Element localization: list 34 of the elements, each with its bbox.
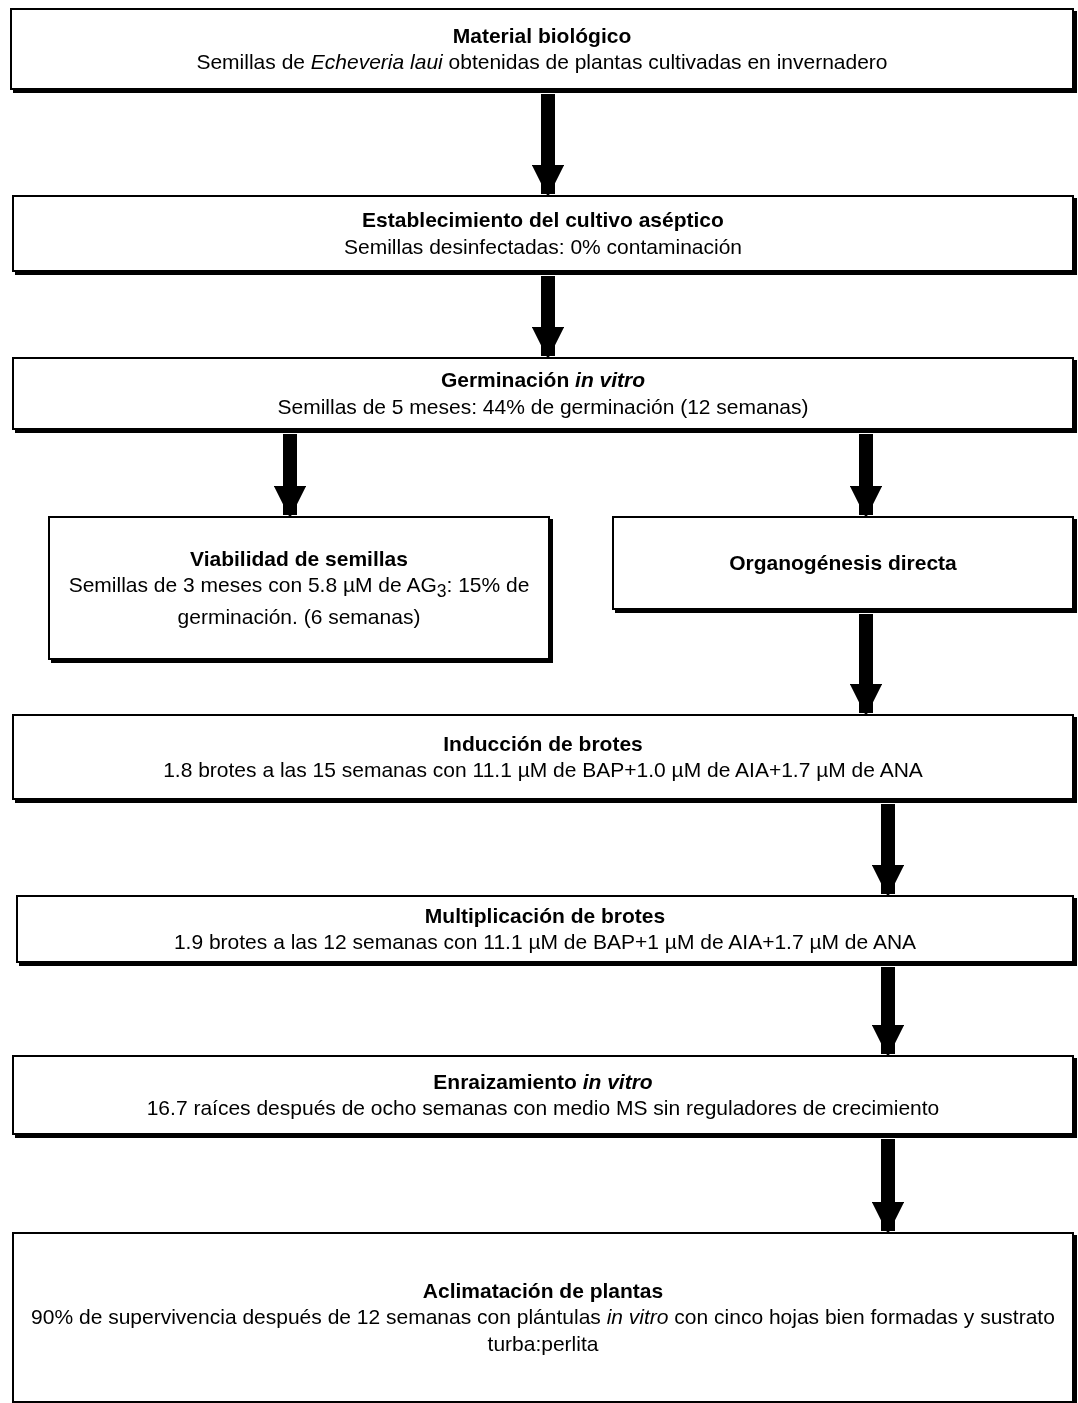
step-description: Semillas de Echeveria laui obtenidas de plantas cultivadas en invernadero (196, 49, 888, 75)
step-title: Multiplicación de brotes (424, 902, 666, 929)
step-description: Semillas de 3 meses con 5.8 µM de AG$_{3}$: 15% de germinación. (6 semanas) (67, 572, 531, 630)
arrow (871, 967, 905, 1058)
arrow (849, 434, 883, 519)
process-box (16, 895, 1074, 963)
step-description: 1.9 brotes a las 12 semanas con 11.1 µM de BAP+1 µM de AIA+1.7 µM de ANA (173, 929, 917, 955)
step-title: Inducción de brotes (443, 730, 643, 757)
process-box (12, 714, 1074, 800)
arrow (273, 434, 307, 519)
arrow (849, 614, 883, 717)
step-title: Viabilidad de semillas (190, 546, 408, 573)
arrow (871, 804, 905, 898)
process-box (12, 195, 1074, 272)
step-description: 16.7 raíces después de ocho semanas con medio MS sin reguladores de crecimiento (146, 1095, 940, 1121)
arrow (531, 94, 565, 198)
step-title: Enraizamiento in vitro (433, 1068, 653, 1095)
step-description: 1.8 brotes a las 15 semanas con 11.1 µM de BAP+1.0 µM de AIA+1.7 µM de ANA (163, 757, 923, 783)
process-box (48, 516, 550, 660)
step-description: Semillas desinfectadas: 0% contaminación (343, 233, 742, 260)
process-box (12, 1055, 1074, 1135)
arrow (871, 1139, 905, 1235)
step-description: 90% de supervivencia después de 12 semanas con plántulas in vitro con cinco hojas bien formadas y sustrato turba:perlita (30, 1304, 1056, 1357)
step-description: Semillas de 5 meses: 44% de germinación (12 semanas) (277, 393, 809, 420)
step-title: Organogénesis directa (729, 549, 957, 576)
process-box (12, 357, 1074, 430)
process-box (612, 516, 1074, 610)
step-title: Aclimatación de plantas (422, 1278, 664, 1305)
arrow (531, 276, 565, 360)
step-title: Material biológico (452, 22, 632, 49)
step-title: Germinación in vitro (440, 367, 646, 394)
step-title: Establecimiento del cultivo aséptico (362, 207, 724, 234)
process-box (12, 1232, 1074, 1403)
process-box (10, 8, 1074, 90)
